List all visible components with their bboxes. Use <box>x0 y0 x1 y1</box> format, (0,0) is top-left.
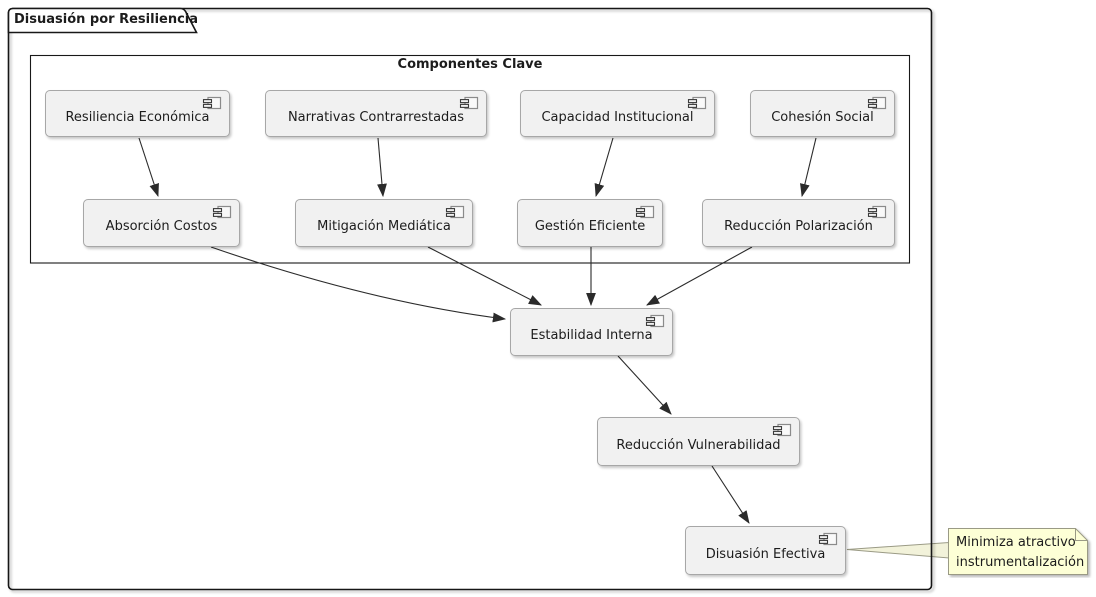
component-label: Estabilidad Interna <box>530 328 653 343</box>
component-icon <box>212 205 232 219</box>
note-line-2: instrumentalización <box>956 555 1085 571</box>
component-label: Gestión Eficiente <box>534 219 646 234</box>
edge-estabilidad-interna-to-reduccion-vulnerabilidad <box>617 355 672 415</box>
component-label: Capacidad Institucional <box>541 109 694 125</box>
component-absorcion-costos[interactable]: Absorción Costos <box>83 199 240 247</box>
edge-mitigacion-mediatica-to-estabilidad-interna <box>427 246 542 306</box>
component-cohesion-social[interactable]: Cohesión Social <box>750 90 895 137</box>
edge-resiliencia-economica-to-absorcion-costos <box>138 137 159 198</box>
component-disuasion-efectiva[interactable]: Disuasión Efectiva <box>685 526 846 575</box>
component-resiliencia-economica[interactable]: Resiliencia Económica <box>45 90 230 137</box>
component-icon <box>687 96 707 110</box>
component-label: Resiliencia Económica <box>65 109 210 125</box>
component-estabilidad-interna[interactable]: Estabilidad Interna <box>510 308 673 356</box>
component-icon <box>459 96 479 110</box>
component-label: Narrativas Contrarrestadas <box>287 109 465 125</box>
component-label: Reducción Polarización <box>724 219 873 234</box>
edge-narrativas-contrarrestadas-to-mitigacion-mediatica <box>377 137 387 198</box>
component-mitigacion-mediatica[interactable]: Mitigación Mediática <box>295 199 473 247</box>
component-icon <box>867 205 887 219</box>
component-icon <box>445 205 465 219</box>
component-label: Cohesión Social <box>771 109 874 125</box>
component-icon <box>867 96 887 110</box>
container-title: Componentes Clave <box>397 57 543 72</box>
component-icon <box>772 423 792 437</box>
component-icon <box>818 532 838 546</box>
note-line-1: Minimiza atractivo <box>956 535 1076 550</box>
note: Minimiza atractivo instrumentalización <box>956 533 1084 573</box>
component-icon <box>635 205 655 219</box>
edge-reduccion-vulnerabilidad-to-disuasion-efectiva <box>711 465 750 524</box>
component-icon <box>645 314 665 328</box>
edge-absorcion-costos-to-estabilidad-interna <box>210 246 507 323</box>
edge-cohesion-social-to-reduccion-polarizacion <box>800 137 817 198</box>
component-label: Disuasión Efectiva <box>705 546 826 562</box>
note-connector <box>846 541 950 559</box>
edge-reduccion-polarizacion-to-estabilidad-interna <box>646 246 753 306</box>
component-reduccion-polarizacion[interactable]: Reducción Polarización <box>702 199 895 247</box>
component-gestion-eficiente[interactable]: Gestión Eficiente <box>517 199 663 247</box>
component-icon <box>202 96 222 110</box>
component-narrativas-contrarrestadas[interactable]: Narrativas Contrarrestadas <box>265 90 487 137</box>
edge-capacidad-institucional-to-gestion-eficiente <box>594 137 614 198</box>
frame-title: Disuasión por Resiliencia <box>14 12 199 27</box>
component-label: Reducción Vulnerabilidad <box>616 437 781 453</box>
component-reduccion-vulnerabilidad[interactable]: Reducción Vulnerabilidad <box>597 417 800 466</box>
component-capacidad-institucional[interactable]: Capacidad Institucional <box>520 90 715 137</box>
component-label: Absorción Costos <box>105 219 218 234</box>
component-label: Mitigación Mediática <box>317 219 451 234</box>
